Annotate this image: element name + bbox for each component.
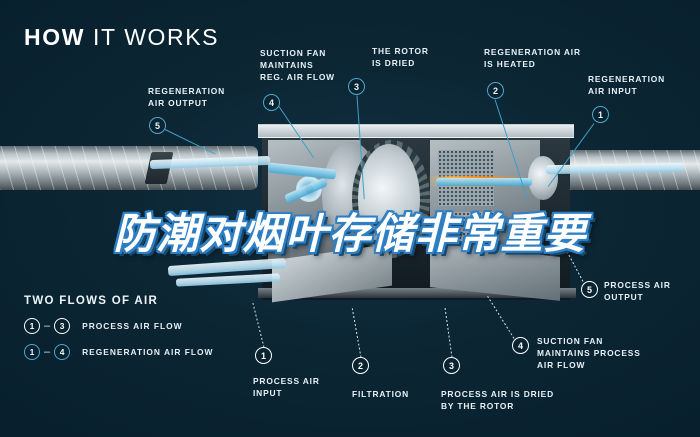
leader-filtration (351, 306, 362, 358)
legend-marker-process-from: 1 (24, 318, 40, 334)
callout-suction-fan-process: SUCTION FAN MAINTAINS PROCESS AIR FLOW (537, 336, 641, 370)
legend-title: TWO FLOWS OF AIR (24, 295, 159, 307)
callout-process-air-input: PROCESS AIR INPUT (253, 376, 320, 398)
marker-process-air-input[interactable]: 1 (255, 347, 272, 364)
airflow-through-heater (436, 178, 532, 186)
page-title-strong: HOW (24, 24, 86, 50)
marker-process-air-output[interactable]: 5 (581, 281, 598, 298)
leader-process-air-dried (444, 305, 453, 358)
callout-suction-fan-reg: SUCTION FAN MAINTAINS REG. AIR FLOW (260, 48, 335, 82)
left-spiral-duct (0, 146, 258, 190)
page-title-rest: IT WORKS (85, 24, 220, 50)
legend-row-process: 1 – 3 PROCESS AIR FLOW (24, 318, 213, 334)
marker-process-air-dried[interactable]: 3 (443, 357, 460, 374)
rotor-face (358, 144, 420, 254)
marker-suction-fan-process[interactable]: 4 (512, 337, 529, 354)
legend-dash-regeneration: – (44, 346, 51, 358)
legend-marker-process-to: 3 (54, 318, 71, 334)
filter-mesh-lower (438, 212, 494, 250)
marker-rotor-is-dried[interactable]: 3 (348, 78, 365, 95)
cabinet-top-panel (258, 124, 574, 138)
marker-suction-fan-reg[interactable]: 4 (263, 94, 280, 111)
legend-dash-process: – (44, 320, 51, 332)
legend-label-regeneration: REGENERATION AIR FLOW (82, 347, 214, 357)
marker-regeneration-air-output[interactable]: 5 (149, 117, 166, 134)
legend-row-regeneration: 1 – 4 REGENERATION AIR FLOW (24, 344, 213, 360)
marker-regeneration-air-heated[interactable]: 2 (487, 82, 504, 99)
callout-filtration: FILTRATION (352, 389, 410, 399)
callout-regeneration-air-input: REGENERATION AIR INPUT (588, 74, 666, 96)
legend-marker-regeneration-to: 4 (54, 344, 71, 360)
marker-regeneration-air-input[interactable]: 1 (592, 106, 609, 123)
callout-regeneration-air-output: REGENERATION AIR OUTPUT (148, 86, 226, 108)
callout-regeneration-air-heated: REGENERATION AIR IS HEATED (484, 47, 581, 69)
legend-marker-regeneration-from: 1 (24, 344, 40, 360)
page-title: HOW IT WORKS (24, 24, 219, 51)
overlay-headline: 防潮对烟叶存储非常重要 (113, 210, 587, 257)
leader-suction-fan-process (486, 294, 515, 339)
callout-rotor-is-dried: THE ROTOR IS DRIED (372, 46, 429, 68)
callout-process-air-output: PROCESS AIR OUTPUT (604, 280, 671, 302)
callout-process-air-dried: PROCESS AIR IS DRIED BY THE ROTOR (441, 389, 555, 411)
legend-label-process: PROCESS AIR FLOW (82, 321, 183, 331)
cabinet-base (258, 288, 576, 298)
legend: TWO FLOWS OF AIR 1 – 3 PROCESS AIR FLOW … (24, 295, 213, 370)
marker-filtration[interactable]: 2 (352, 357, 369, 374)
leader-process-air-input (251, 300, 265, 348)
